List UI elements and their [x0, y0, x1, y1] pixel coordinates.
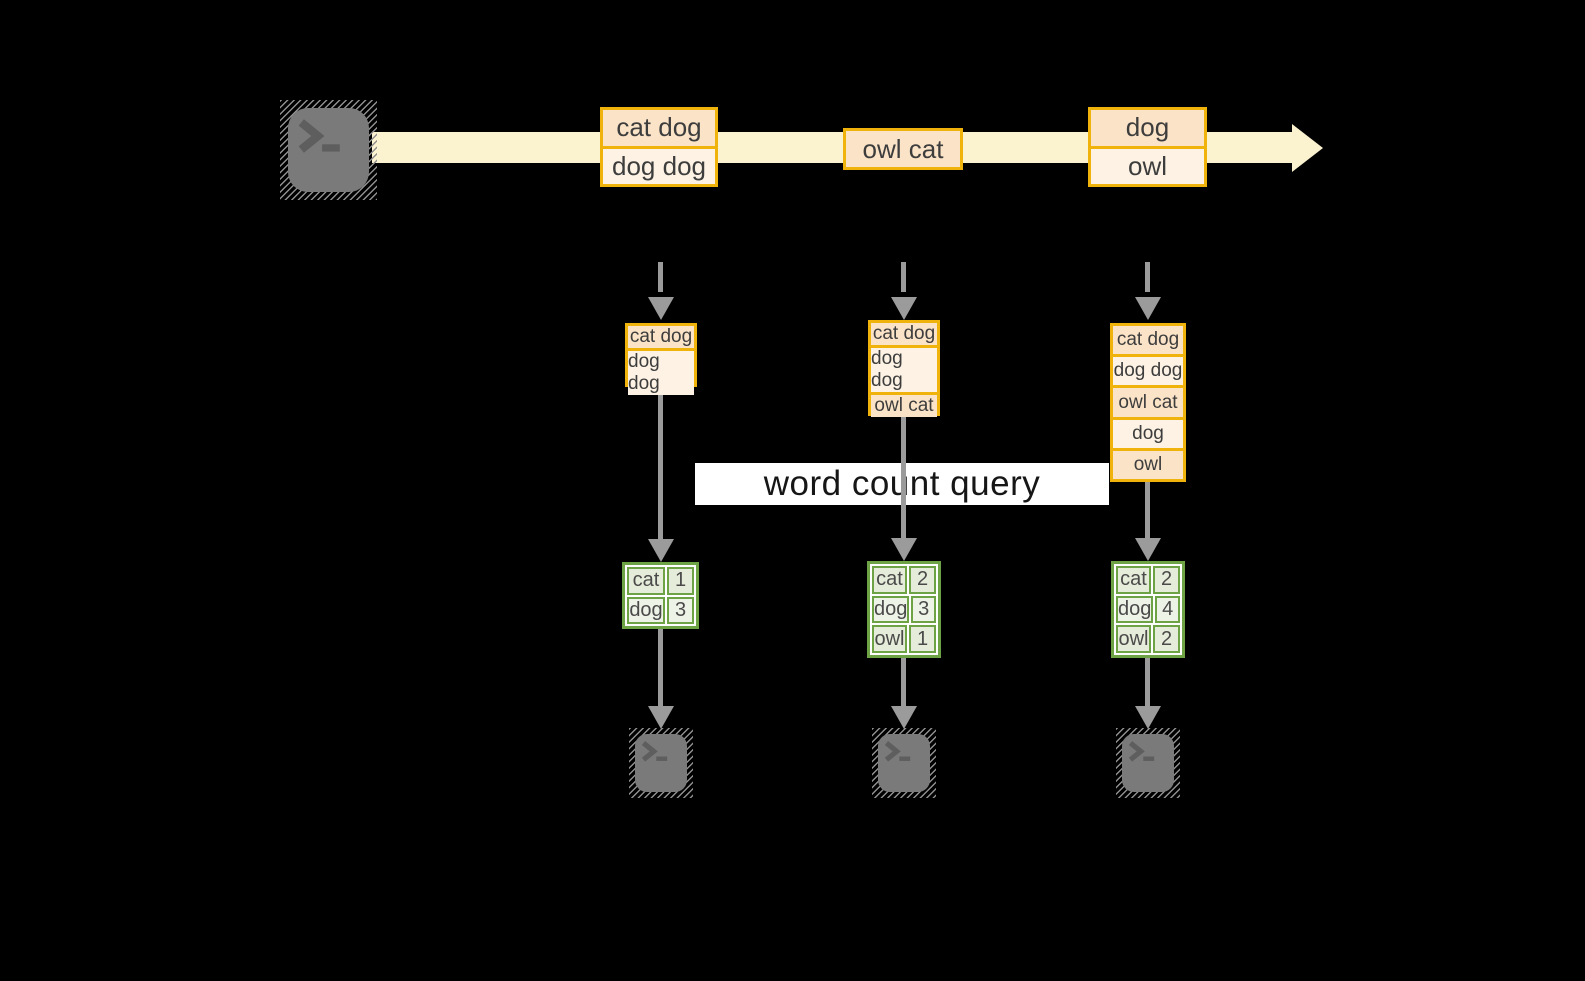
ingest-down-arrow-icon: [648, 297, 674, 320]
word-cell: cat: [872, 566, 907, 594]
record: dog dog: [628, 351, 694, 395]
consumer-terminal-icon: [1116, 728, 1180, 798]
query-down-arrow-icon: [1135, 538, 1161, 561]
terminal-prompt-icon: [884, 741, 911, 762]
output-down-arrow-icon: [648, 706, 674, 729]
table-row: cat 2: [872, 566, 936, 594]
stream-event-1: cat dog dog dog: [600, 107, 718, 187]
ingest-down-arrow-icon: [1135, 297, 1161, 320]
count-cell: 3: [911, 595, 936, 624]
query-down-arrow-icon: [648, 539, 674, 562]
connector-line: [901, 656, 906, 707]
record: cat dog: [1113, 326, 1183, 358]
terminal-prompt-icon: [1128, 741, 1155, 762]
count-cell: 2: [909, 566, 936, 594]
stream-event-2: owl cat: [843, 128, 963, 170]
connector-line: [658, 627, 663, 707]
consumer-terminal-icon: [629, 728, 693, 798]
count-cell: 3: [667, 596, 694, 624]
record: cat dog: [871, 323, 937, 348]
count-table-2: cat 2 dog 3 owl 1: [867, 561, 941, 658]
record: owl: [1091, 148, 1204, 184]
table-row: dog 3: [627, 596, 694, 624]
terminal-prompt-icon: [298, 119, 340, 153]
count-table-3: cat 2 dog 4 owl 2: [1111, 561, 1185, 658]
ingest-down-arrow-icon: [891, 297, 917, 320]
buffer-1: cat dog dog dog: [625, 323, 697, 395]
buffer-2: cat dog dog dog owl cat: [868, 320, 940, 417]
record: dog dog: [1113, 357, 1183, 389]
record: dog: [1091, 110, 1204, 149]
record: cat dog: [603, 110, 715, 149]
output-down-arrow-icon: [891, 706, 917, 729]
connector-line: [1145, 656, 1150, 707]
query-down-arrow-icon: [891, 538, 917, 561]
record: cat dog: [628, 326, 694, 351]
connector-line: [1145, 480, 1150, 539]
record: owl cat: [871, 395, 937, 417]
word-cell: dog: [1116, 595, 1154, 624]
count-cell: 2: [1153, 566, 1180, 594]
consumer-terminal-icon: [872, 728, 936, 798]
terminal-prompt-icon: [641, 741, 668, 762]
word-cell: cat: [627, 567, 665, 595]
table-row: cat 2: [1116, 566, 1180, 594]
connector-line: [901, 414, 906, 539]
count-cell: 4: [1155, 595, 1180, 624]
table-row: owl 1: [872, 625, 936, 654]
stream-event-3: dog owl: [1088, 107, 1207, 187]
record: dog: [1113, 419, 1183, 451]
table-row: cat 1: [627, 567, 694, 595]
output-down-arrow-icon: [1135, 706, 1161, 729]
connector-line: [658, 385, 663, 540]
ingest-dash: [1145, 262, 1150, 292]
record: owl: [1113, 450, 1183, 480]
record: owl cat: [846, 131, 960, 167]
count-cell: 1: [909, 625, 936, 654]
count-table-1: cat 1 dog 3: [622, 562, 699, 629]
word-cell: cat: [1116, 566, 1151, 594]
record: dog dog: [603, 148, 715, 184]
word-cell: owl: [1116, 625, 1151, 654]
count-cell: 1: [667, 567, 694, 595]
word-cell: owl: [872, 625, 907, 654]
table-row: owl 2: [1116, 625, 1180, 654]
word-cell: dog: [627, 596, 665, 624]
table-row: dog 3: [872, 595, 936, 624]
word-cell: dog: [872, 595, 910, 624]
ingest-dash: [658, 262, 663, 292]
record: owl cat: [1113, 388, 1183, 420]
ingest-dash: [901, 262, 906, 292]
table-row: dog 4: [1116, 595, 1180, 624]
buffer-3: cat dog dog dog owl cat dog owl: [1110, 323, 1186, 482]
source-terminal-icon: [280, 100, 377, 200]
stream-right-arrow-icon: [1292, 124, 1323, 172]
count-cell: 2: [1153, 625, 1180, 654]
record: dog dog: [871, 348, 937, 395]
